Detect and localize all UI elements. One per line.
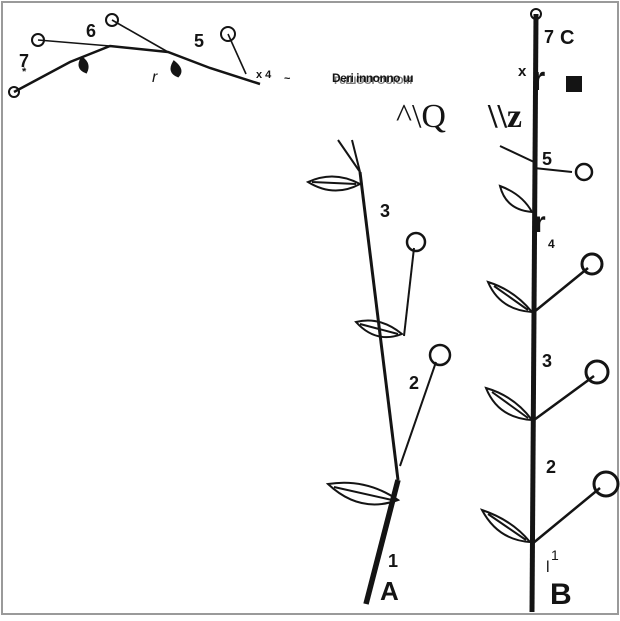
stem-b-leaf-1	[482, 510, 530, 542]
stem-b-node-2	[586, 361, 608, 383]
stem-a-node-3	[407, 233, 425, 251]
top-label-tilde: ~	[284, 74, 290, 85]
stem-a-leaf-top	[308, 176, 360, 190]
stem-b-label-1: 1	[551, 548, 559, 562]
stem-b-twig	[500, 146, 534, 162]
stem-b-node-4	[582, 254, 602, 274]
stem-a-label-1: 1	[388, 552, 398, 570]
stem-a-label-2: 2	[409, 374, 419, 392]
top-shoot	[9, 14, 260, 97]
stem-b-label-2: 2	[546, 458, 556, 476]
stem-b-label-4: 4	[548, 238, 555, 250]
stem-b-square-mark	[566, 76, 582, 92]
stem-b-node-5	[576, 164, 592, 180]
stem-b-leaf-2	[486, 388, 532, 420]
top-leaf-1	[80, 58, 88, 72]
stem-b-branch-5	[534, 168, 572, 172]
stem-b-letter: B	[550, 580, 572, 610]
stem-b-branch-4	[534, 268, 588, 312]
top-branch-left	[38, 40, 110, 46]
stem-b-label-7: 7	[544, 28, 554, 46]
top-leaf-2	[172, 62, 181, 76]
top-label-x4: x 4	[256, 70, 271, 81]
stem-b-branch-1	[532, 488, 600, 544]
stem-a	[308, 140, 450, 604]
top-shoot-axis	[14, 46, 260, 92]
stem-a-letter: A	[380, 578, 399, 604]
stem-b-branch-2	[534, 376, 594, 420]
fragment-mark-r: r	[532, 62, 545, 96]
top-label-r: r	[152, 70, 157, 86]
stem-a-branch-3	[404, 248, 414, 336]
stem-b-base-tick: l	[546, 560, 550, 576]
top-label-6: 6	[86, 22, 96, 40]
fragment-symbol-q: ^\Q	[396, 100, 446, 134]
stem-b-leaf-4	[500, 186, 532, 212]
fragment-symbol-z: \\z	[488, 100, 522, 134]
stem-b-label-r: r	[534, 208, 546, 238]
stem-b-leaf-3	[488, 282, 532, 312]
stem-b-label-3: 3	[542, 352, 552, 370]
stem-a-leaf-low	[328, 483, 398, 505]
stem-b-node-1	[594, 472, 618, 496]
fragment-caption-overprint: ГоШОUГОUІОМ	[334, 76, 412, 87]
fragment-mark-x: x	[518, 64, 526, 79]
top-label-star: *	[22, 67, 26, 78]
top-label-5: 5	[194, 32, 204, 50]
stem-a-label-3: 3	[380, 202, 390, 220]
stem-b-label-5: 5	[542, 150, 552, 168]
stem-a-node-2	[430, 345, 450, 365]
stem-b-top-glyph: C	[560, 28, 574, 48]
